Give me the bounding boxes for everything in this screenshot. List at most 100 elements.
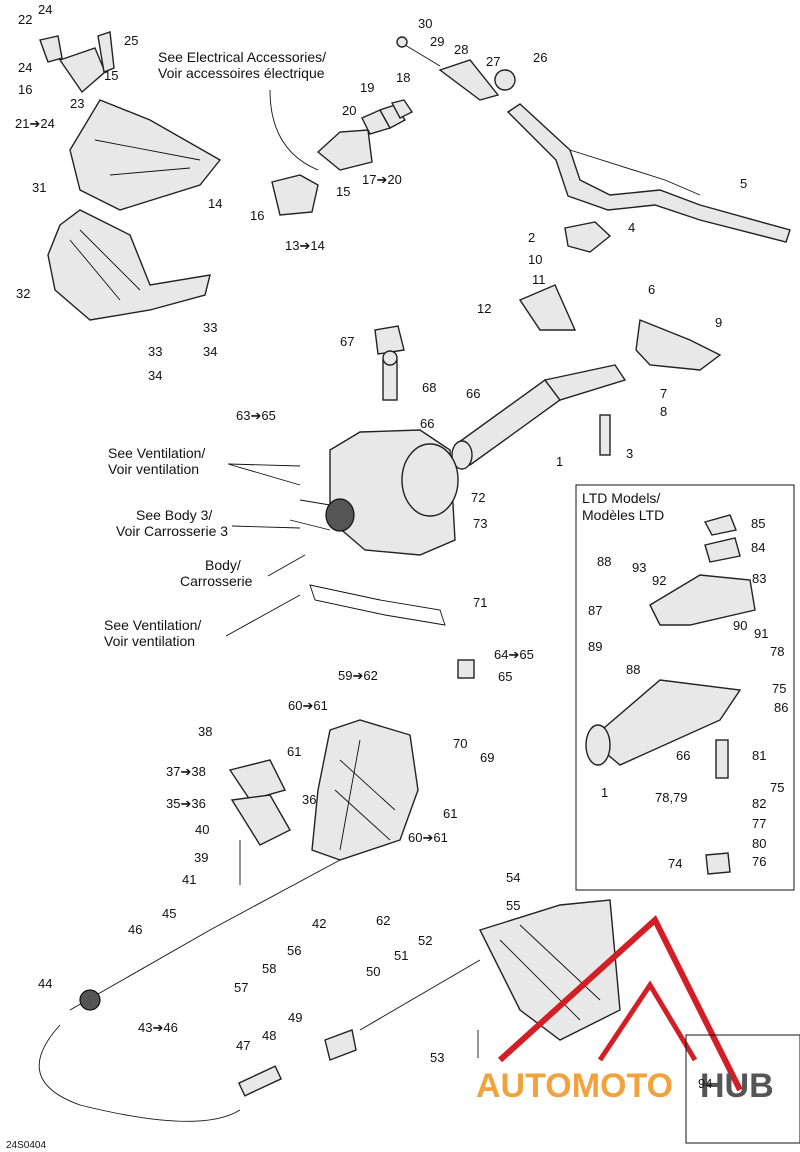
callout-label: 60➔61 <box>288 698 328 713</box>
note-electrical-1: See Electrical Accessories/ <box>158 49 326 65</box>
note-body-1: Body/ <box>205 557 241 573</box>
callout-label: 31 <box>32 180 46 195</box>
callout-label: 1 <box>556 454 563 469</box>
callout-label: 75 <box>770 780 784 795</box>
callout-label: 76 <box>752 854 766 869</box>
callout-label: 61 <box>287 744 301 759</box>
callout-label: 90 <box>733 618 747 633</box>
callout-label: 34 <box>148 368 162 383</box>
callout-label: 17➔20 <box>362 172 402 187</box>
steering-support-housing <box>289 350 475 679</box>
diagram-id: 24S0404 <box>6 1140 46 1151</box>
callout-label: 66 <box>676 748 690 763</box>
callout-label: 48 <box>262 1028 276 1043</box>
callout-label: 53 <box>430 1050 444 1065</box>
notes: See Electrical Accessories/ Voir accesso… <box>6 49 664 1151</box>
callout-label: 82 <box>752 796 766 811</box>
callout-label: 56 <box>287 943 301 958</box>
steering-column <box>374 221 722 470</box>
switch-housing-assembly <box>269 89 414 216</box>
ltd-title-1: LTD Models/ <box>582 490 660 506</box>
callout-label: 71 <box>473 595 487 610</box>
steering-cable <box>38 859 341 1122</box>
callout-label: 9 <box>715 315 722 330</box>
callout-label: 67 <box>340 334 354 349</box>
callout-label: 84 <box>751 540 765 555</box>
callout-label: 58 <box>262 961 276 976</box>
callout-label: 69 <box>480 750 494 765</box>
callout-label: 26 <box>533 50 547 65</box>
ltd-title-2: Modèles LTD <box>582 507 664 523</box>
callout-label: 73 <box>473 516 487 531</box>
callout-label: 83 <box>752 571 766 586</box>
callout-label: 12 <box>477 301 491 316</box>
callout-label: 45 <box>162 906 176 921</box>
callout-label: 19 <box>360 80 374 95</box>
ltd-parts <box>585 514 756 875</box>
callout-label: 55 <box>506 898 520 913</box>
callout-label: 36 <box>302 792 316 807</box>
note-electrical-2: Voir accessoires électrique <box>158 65 325 81</box>
note-ventilation-2: Voir ventilation <box>108 461 199 477</box>
callout-label: 85 <box>751 516 765 531</box>
callout-label: 66 <box>466 386 480 401</box>
callout-label: 57 <box>234 980 248 995</box>
callout-label: 24 <box>18 60 32 75</box>
callout-label: 18 <box>396 70 410 85</box>
callout-label: 16 <box>250 208 264 223</box>
callout-label: 50 <box>366 964 380 979</box>
handlebar <box>396 36 791 243</box>
callout-label: 32 <box>16 286 30 301</box>
callout-label: 22 <box>18 12 32 27</box>
callout-label: 46 <box>128 922 142 937</box>
ltd-models-box <box>575 484 795 891</box>
callout-label: 37➔38 <box>166 764 206 779</box>
callout-label: 24 <box>38 2 52 17</box>
callout-label: 6 <box>648 282 655 297</box>
callout-label: 87 <box>588 603 602 618</box>
automotohub-watermark: AUTOMOTO HUB <box>476 915 774 1105</box>
callout-label: 65 <box>498 669 512 684</box>
callout-label: 30 <box>418 16 432 31</box>
callout-label: 23 <box>70 96 84 111</box>
callout-label: 7 <box>660 386 667 401</box>
callout-label: 13➔14 <box>285 238 325 253</box>
callout-label: 39 <box>194 850 208 865</box>
callout-label: 27 <box>486 54 500 69</box>
callout-label: 86 <box>774 700 788 715</box>
callout-label: 28 <box>454 42 468 57</box>
callout-label: 3 <box>626 446 633 461</box>
note-ventilation-b-1: See Ventilation/ <box>104 617 201 633</box>
callout-label: 77 <box>752 816 766 831</box>
callout-label: 14 <box>208 196 222 211</box>
callout-label: 70 <box>453 736 467 751</box>
callout-label: 43➔46 <box>138 1020 178 1035</box>
callout-label: 15 <box>104 68 118 83</box>
callout-label: 49 <box>288 1010 302 1025</box>
callout-label: 74 <box>668 856 682 871</box>
callout-label: 33 <box>203 320 217 335</box>
callout-label: 47 <box>236 1038 250 1053</box>
callout-label: 54 <box>506 870 520 885</box>
callout-label: 20 <box>342 103 356 118</box>
watermark-brand-auto: AUTOMOTO <box>476 1067 673 1105</box>
note-body-2: Carrosserie <box>180 573 253 589</box>
callout-label: 33 <box>148 344 162 359</box>
callout-label: 92 <box>652 573 666 588</box>
callout-label: 81 <box>752 748 766 763</box>
callout-label: 61 <box>443 806 457 821</box>
callout-label: 89 <box>588 639 602 654</box>
callout-label: 88 <box>626 662 640 677</box>
callout-label: 16 <box>18 82 32 97</box>
callout-label: 40 <box>195 822 209 837</box>
callout-label: 72 <box>471 490 485 505</box>
callout-label: 38 <box>198 724 212 739</box>
callout-label: 66 <box>420 416 434 431</box>
callout-label: 91 <box>754 626 768 641</box>
callout-label: 44 <box>38 976 52 991</box>
callout-label: 34 <box>203 344 217 359</box>
callout-label: 63➔65 <box>236 408 276 423</box>
callout-label: 78 <box>770 644 784 659</box>
callout-label: 10 <box>528 252 542 267</box>
callout-label: 2 <box>528 230 535 245</box>
